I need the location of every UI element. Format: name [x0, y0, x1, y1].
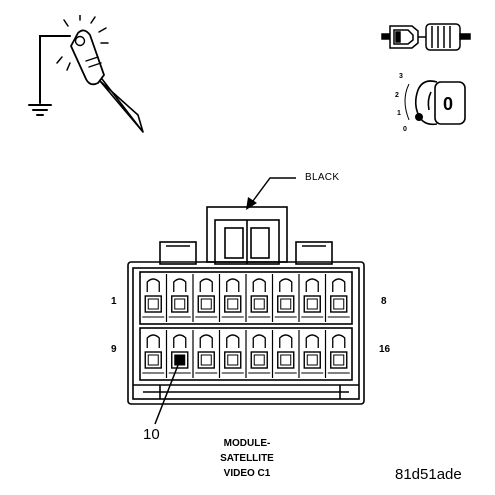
ignition-position-0: 0 [403, 126, 407, 133]
pin-cavity-15 [301, 334, 324, 374]
connector-title-line-2: SATELLITE [220, 453, 274, 464]
pin-cavity-7 [301, 278, 324, 318]
ignition-position-2: 2 [395, 92, 399, 99]
pin-cavity-11 [195, 334, 218, 374]
pin-callout: 10 [143, 426, 160, 443]
pin-cavity-6 [274, 278, 297, 318]
pin-cavity-1 [142, 278, 165, 318]
pin-cavity-16 [327, 334, 350, 374]
pin-cavity-14 [274, 334, 297, 374]
pin-cavities [142, 278, 350, 374]
pin-cavity-13 [248, 334, 271, 374]
pin-cavity-9 [142, 334, 165, 374]
ignition-key-label: 0 [443, 94, 454, 114]
figure-id: 81d51ade [395, 466, 462, 483]
pin-cavity-10 [168, 334, 191, 374]
pin-cavity-5 [248, 278, 271, 318]
connector-title-line-3: VIDEO C1 [223, 468, 271, 479]
ignition-key-off-icon [404, 80, 466, 126]
pin-cavity-3 [195, 278, 218, 318]
test-probe-ground-icon [28, 15, 144, 133]
connector-title-line-1: MODULE- [223, 438, 271, 449]
pin-label-top-right: 8 [381, 296, 387, 307]
ignition-position-1: 1 [397, 110, 401, 117]
pin-cavity-2 [168, 278, 191, 318]
disconnected-connector-icon [381, 23, 471, 51]
pin-cavity-4 [221, 278, 244, 318]
connector-color-label: BLACK [305, 172, 340, 183]
pin-label-top-left: 1 [111, 296, 117, 307]
pin-cavity-8 [327, 278, 350, 318]
pin-cavity-12 [221, 334, 244, 374]
ignition-position-3: 3 [399, 73, 403, 80]
pin-label-bottom-right: 16 [379, 344, 391, 355]
connector-title: MODULE- SATELLITE VIDEO C1 [187, 436, 307, 481]
pin-label-bottom-left: 9 [111, 344, 117, 355]
